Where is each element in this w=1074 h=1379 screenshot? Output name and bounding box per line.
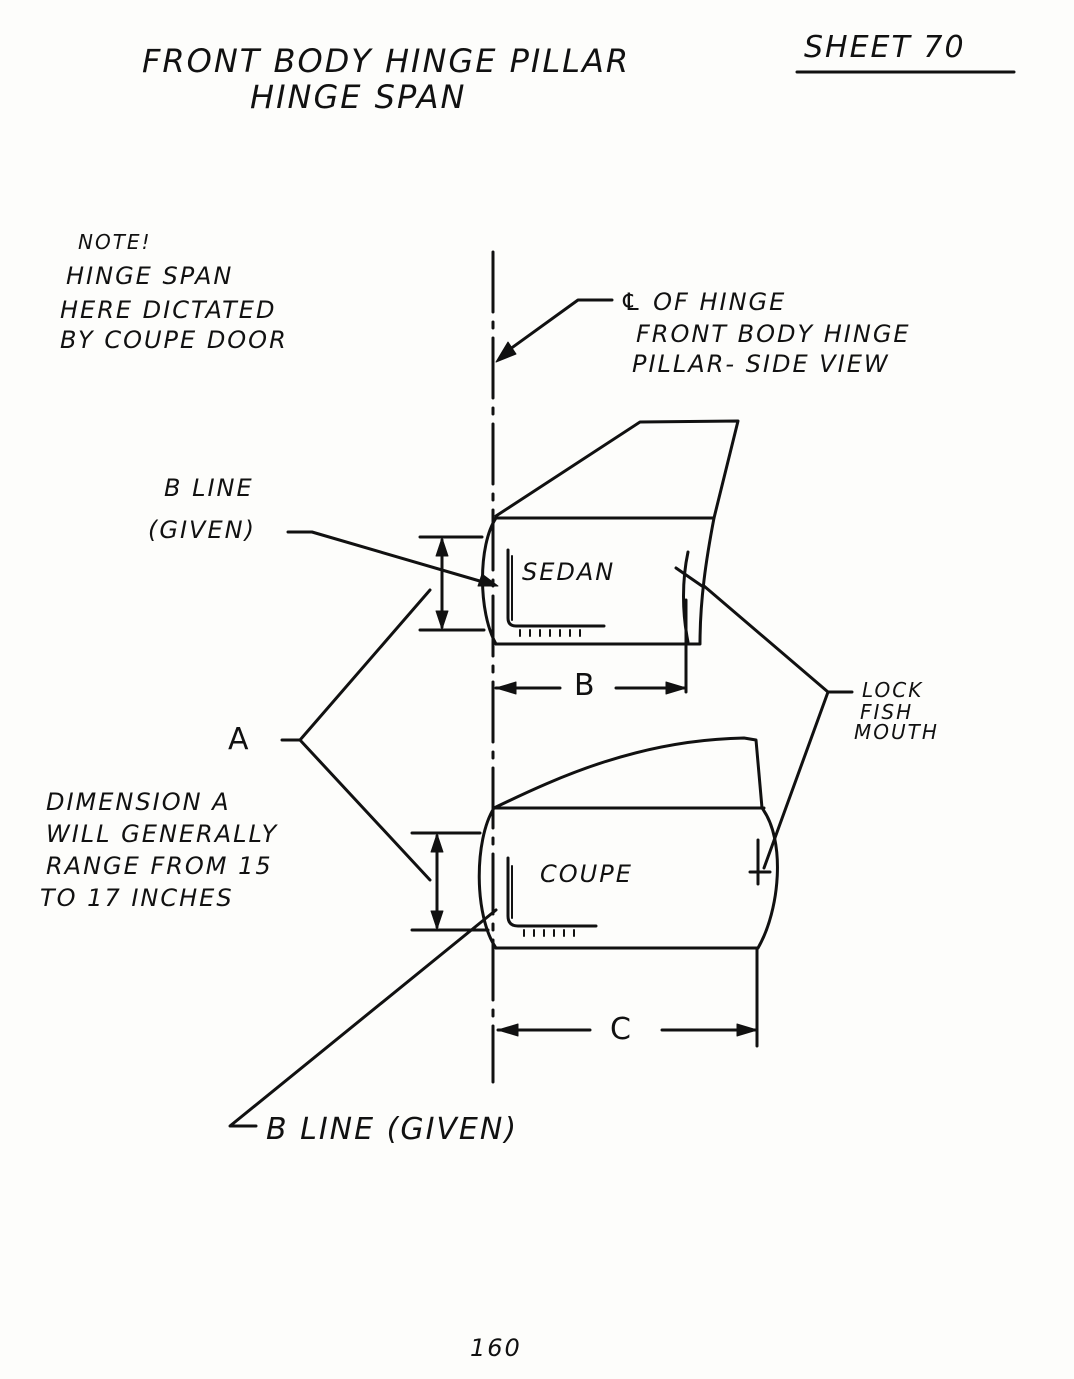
lock-leader-upper (702, 584, 854, 694)
sedan-hinge-hatch (511, 555, 581, 637)
b-line-top-1: B LINE (164, 474, 254, 502)
title-line-2: HINGE SPAN (250, 78, 467, 116)
dim-note-4: TO 17 INCHES (40, 884, 234, 912)
centerline-label-1: ℄ OF HINGE (620, 288, 787, 316)
b-line-top-arrowhead (477, 573, 499, 587)
page-number: 160 (470, 1334, 522, 1362)
coupe-dim-c-arrow-right (736, 1023, 758, 1037)
coupe-dim-a-arrow-top (430, 833, 444, 853)
dim-note-1: DIMENSION A (46, 788, 231, 816)
coupe-hinge-hatch (511, 865, 575, 937)
coupe-dim-c-arrow-left (497, 1023, 519, 1037)
sheet-number: SHEET 70 (804, 30, 966, 65)
note-line-4: BY COUPE DOOR (60, 326, 288, 354)
sedan-dim-a-arrow-top (435, 537, 449, 557)
lock-leader-lower (762, 690, 830, 870)
coupe-label: COUPE (540, 860, 633, 888)
sedan-door-outline (494, 419, 740, 520)
b-line-bottom: B LINE (GIVEN) (266, 1112, 519, 1147)
dim-a-label: A (228, 722, 251, 757)
dim-note-3: RANGE FROM 15 (46, 852, 273, 880)
sedan-hinge-bracket (506, 548, 606, 628)
note-line-2: HINGE SPAN (66, 262, 234, 290)
b-line-top-2: (GIVEN) (148, 516, 256, 544)
centerline-leader (504, 298, 614, 354)
sedan-label: SEDAN (522, 558, 616, 586)
dim-note-2: WILL GENERALLY (46, 820, 279, 848)
centerline-label-3: PILLAR- SIDE VIEW (632, 350, 890, 378)
note-heading: NOTE! (78, 230, 152, 254)
sedan-lock-tick (674, 566, 704, 588)
lock-label-1: LOCK (862, 678, 924, 702)
lock-label-3: MOUTH (854, 720, 939, 744)
dim-b-label: B (574, 668, 597, 703)
coupe-dim-a-arrow-bottom (430, 910, 444, 930)
coupe-door-rear (494, 806, 779, 950)
sedan-dim-b-arrow-left (495, 681, 517, 695)
sedan-dim-b-arrow-right (665, 681, 687, 695)
dim-c-label: C (610, 1012, 633, 1047)
centerline-leader-arrowhead (495, 341, 517, 363)
coupe-hinge-bracket (506, 856, 598, 928)
note-line-3: HERE DICTATED (60, 296, 277, 324)
coupe-front-edge (477, 806, 498, 950)
b-line-top-leader (286, 530, 492, 586)
dim-a-leader-lower (298, 738, 432, 882)
lock-label-2: FISH (860, 700, 914, 724)
b-line-bottom-leader (228, 908, 498, 1128)
dim-a-leader (280, 588, 432, 742)
title-line-1: FRONT BODY HINGE PILLAR (142, 42, 631, 80)
centerline-label-2: FRONT BODY HINGE (636, 320, 911, 348)
sedan-dim-a-arrow-bottom (435, 610, 449, 630)
coupe-door-outline (492, 736, 764, 810)
